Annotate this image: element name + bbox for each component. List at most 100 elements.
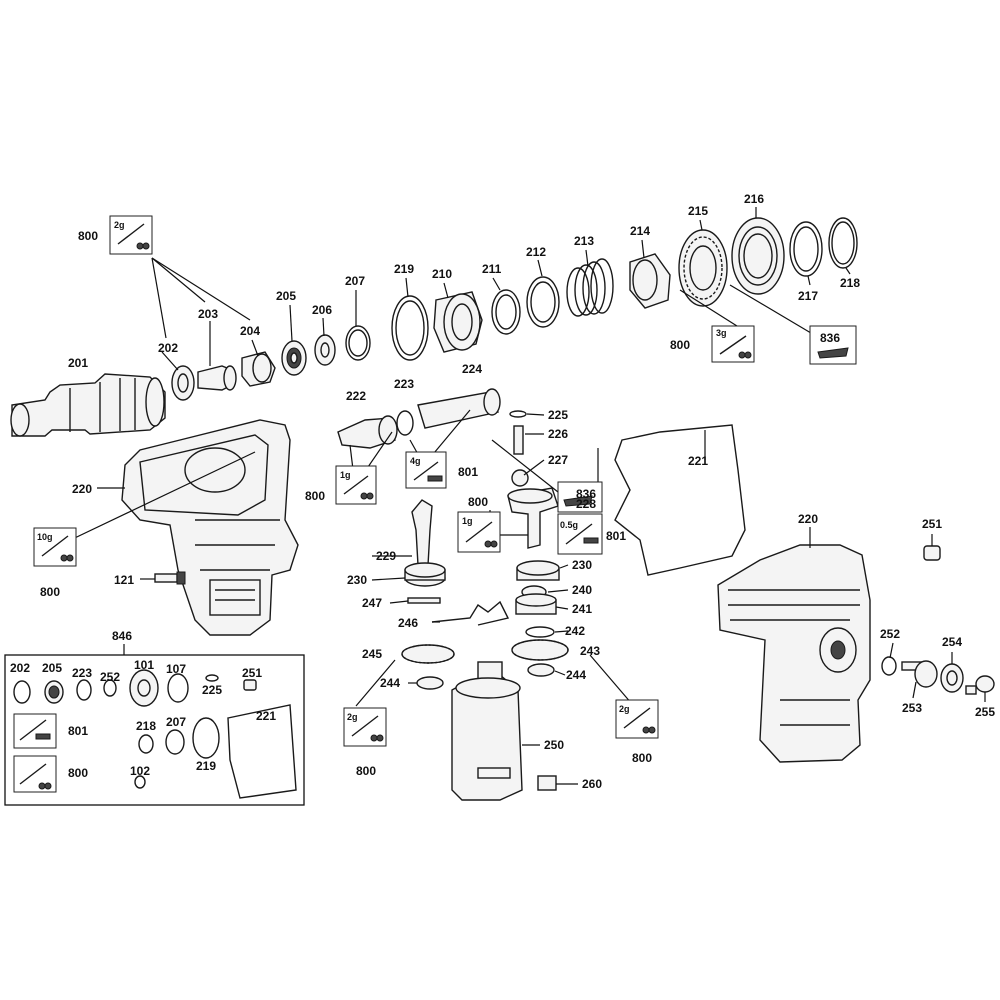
- grease-kit-800-top-left: 2g: [109, 215, 153, 255]
- label-800-bottom-right: 800: [632, 751, 652, 765]
- kit-label-102: 102: [130, 764, 150, 778]
- grease-qty-2g-bottom-b: 2g: [619, 704, 630, 714]
- part-220-gear-housing-right: [717, 544, 871, 763]
- label-215: 215: [688, 204, 708, 218]
- label-219: 219: [394, 262, 414, 276]
- part-215-gear-ring: [678, 229, 728, 307]
- label-246: 246: [398, 616, 418, 630]
- grease-qty-4g: 4g: [410, 456, 421, 466]
- part-244-bearing-left: [416, 676, 444, 690]
- grease-qty-10g: 10g: [37, 532, 53, 542]
- grease-kit-800-bottom-center: 2g: [343, 707, 387, 747]
- part-230-bearing-right: [516, 560, 560, 581]
- label-250: 250: [544, 738, 564, 752]
- part-219-large-o-ring: [391, 295, 429, 361]
- label-212: 212: [526, 245, 546, 259]
- kit-label-252: 252: [100, 670, 120, 684]
- label-229: 229: [376, 549, 396, 563]
- label-227: 227: [548, 453, 568, 467]
- kit-836-top: [809, 325, 857, 365]
- part-number-labels: 201 202 203 204 205 206 207 219 210 211 …: [40, 192, 995, 791]
- grease-kit-800-center: 1g: [457, 511, 501, 553]
- kit-label-205: 205: [42, 661, 62, 675]
- part-244-bearing-right: [527, 663, 555, 677]
- kit-846-title: 846: [112, 629, 132, 643]
- label-226: 226: [548, 427, 568, 441]
- label-230-right: 230: [572, 558, 592, 572]
- part-228-wobble-shaft: [507, 487, 559, 549]
- part-210-needle-bearing: [433, 291, 483, 353]
- label-204: 204: [240, 324, 260, 338]
- part-221-gasket: [614, 424, 746, 576]
- part-260-switch: [537, 775, 557, 791]
- label-121: 121: [114, 573, 134, 587]
- label-220-left: 220: [72, 482, 92, 496]
- label-801-center-right: 801: [606, 529, 626, 543]
- label-218: 218: [840, 276, 860, 290]
- label-206: 206: [312, 303, 332, 317]
- label-244-left: 244: [380, 676, 400, 690]
- part-216-bearing: [731, 217, 785, 295]
- part-206-washer: [314, 334, 336, 366]
- part-218-circlip: [828, 217, 858, 269]
- label-245: 245: [362, 647, 382, 661]
- part-246-wire-clip: [431, 600, 510, 626]
- part-212-ring: [526, 276, 560, 328]
- label-240: 240: [572, 583, 592, 597]
- label-225: 225: [548, 408, 568, 422]
- part-242-washer: [525, 626, 555, 638]
- part-205-seal: [281, 340, 307, 376]
- label-241: 241: [572, 602, 592, 616]
- label-220-right: 220: [798, 512, 818, 526]
- label-222: 222: [346, 389, 366, 403]
- label-836-center: 836: [576, 487, 596, 501]
- label-260: 260: [582, 777, 602, 791]
- grease-kit-800-left-housing: 10g: [33, 527, 77, 567]
- grease-qty-1g: 1g: [340, 470, 351, 480]
- label-247: 247: [362, 596, 382, 610]
- label-800-bottom-center: 800: [356, 764, 376, 778]
- part-121-screw: [154, 571, 186, 585]
- part-226-pin: [513, 425, 524, 455]
- part-250-motor: [451, 661, 523, 801]
- grease-kit-800-center-left: 1g: [335, 465, 377, 505]
- label-243: 243: [580, 644, 600, 658]
- part-243-gear: [511, 639, 569, 661]
- label-214: 214: [630, 224, 650, 238]
- part-202-ring: [171, 365, 195, 401]
- kit-label-101: 101: [134, 658, 154, 672]
- label-242: 242: [565, 624, 585, 638]
- label-221: 221: [688, 454, 708, 468]
- label-836-top: 836: [820, 331, 840, 345]
- kit-label-225: 225: [202, 683, 222, 697]
- label-255: 255: [975, 705, 995, 719]
- part-227-ball: [511, 469, 529, 487]
- kit-label-800: 800: [68, 766, 88, 780]
- part-207-o-ring: [345, 325, 371, 361]
- kit-label-223: 223: [72, 666, 92, 680]
- part-211-ring: [491, 289, 521, 335]
- grease-kit-801-center: 4g: [405, 451, 447, 489]
- part-213-spring: [566, 258, 614, 317]
- part-255-screw: [965, 675, 995, 695]
- label-224: 224: [462, 362, 482, 376]
- part-253-plug: [901, 660, 938, 688]
- label-800-center: 800: [468, 495, 488, 509]
- part-247-pin: [407, 597, 441, 604]
- label-217: 217: [798, 289, 818, 303]
- label-228: 228: [576, 497, 596, 511]
- label-203: 203: [198, 307, 218, 321]
- label-254: 254: [942, 635, 962, 649]
- label-207: 207: [345, 274, 365, 288]
- kit-label-107: 107: [166, 662, 186, 676]
- kit-label-221: 221: [256, 709, 276, 723]
- part-252-o-ring: [881, 656, 897, 676]
- grease-qty-2g: 2g: [114, 220, 125, 230]
- grease-qty-0-5g: 0.5g: [560, 520, 578, 530]
- part-251-cap: [923, 545, 941, 561]
- part-222-bushing: [337, 415, 398, 449]
- part-217-ring: [789, 221, 823, 277]
- part-223-o-ring: [396, 410, 414, 436]
- label-252: 252: [880, 627, 900, 641]
- label-801-center: 801: [458, 465, 478, 479]
